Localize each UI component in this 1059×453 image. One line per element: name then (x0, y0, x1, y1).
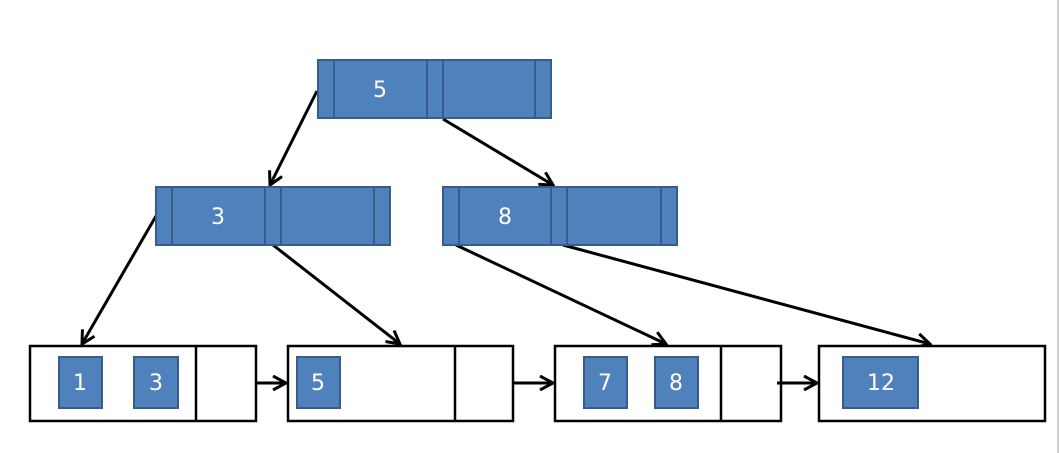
edge-left-leaf2 (272, 243, 400, 344)
inner-node-root: 5 (317, 59, 552, 119)
edge-root-right (442, 117, 553, 185)
leaf-key: 12 (867, 371, 895, 396)
leaf-key-box (133, 356, 179, 409)
inner-node-key: 5 (373, 78, 387, 103)
edge-right-leaf3 (455, 243, 666, 344)
inner-node-key: 3 (211, 205, 225, 230)
leaf-node-2: 5 (286, 344, 515, 423)
inner-node-key: 8 (498, 205, 512, 230)
leaf-key: 7 (598, 371, 612, 396)
leaf-key-box (583, 356, 628, 409)
leaf-key: 5 (311, 371, 325, 396)
leaf-node-3: 7 8 (553, 344, 783, 423)
leaf-key-box (842, 356, 919, 409)
leaf-key-box (58, 356, 103, 409)
inner-node-left: 3 (155, 186, 391, 246)
tree-edges (82, 90, 930, 344)
leaf-key-box (296, 356, 341, 409)
leaf-key: 3 (149, 371, 163, 396)
edge-right-leaf4 (562, 243, 930, 344)
leaf-key: 1 (73, 371, 87, 396)
inner-node-right: 8 (442, 186, 678, 246)
leaf-key: 8 (669, 371, 683, 396)
leaf-node-1: 1 3 (28, 344, 258, 423)
page-edge (1057, 0, 1059, 453)
leaf-node-4: 12 (817, 344, 1047, 423)
edge-root-left (270, 90, 319, 185)
leaf-key-box (654, 356, 699, 409)
edge-left-leaf1 (82, 215, 158, 344)
